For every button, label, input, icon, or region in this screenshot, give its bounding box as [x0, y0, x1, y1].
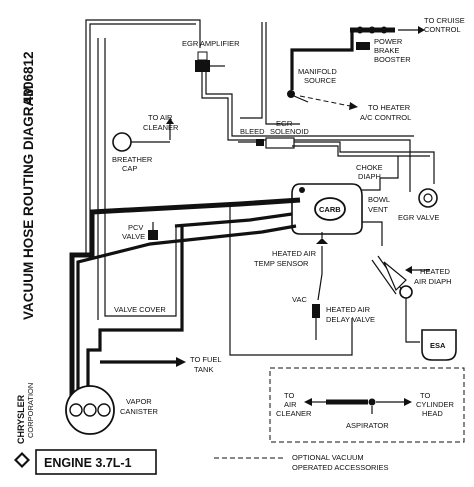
- brand-sub: CORPORATION: [26, 383, 35, 438]
- svg-text:VAPOR: VAPOR: [126, 397, 152, 406]
- svg-text:HEAD: HEAD: [422, 409, 443, 418]
- egr-amplifier: EGR AMPLIFIER: [182, 39, 240, 72]
- vapor-canister: VAPOR CANISTER: [65, 385, 159, 435]
- svg-text:BOWL: BOWL: [368, 195, 390, 204]
- svg-text:POWER: POWER: [374, 37, 403, 46]
- fuel-tank-line: TO FUEL TANK: [100, 355, 222, 374]
- carb-label: CARB: [319, 205, 341, 214]
- svg-text:TEMP SENSOR: TEMP SENSOR: [254, 259, 309, 268]
- svg-text:TO AIR: TO AIR: [148, 113, 173, 122]
- side-title: VACUUM HOSE ROUTING DIAGRAM: [21, 86, 36, 321]
- esa-unit: ESA: [421, 329, 457, 361]
- svg-text:TO: TO: [420, 391, 430, 400]
- cruise-connector: TO CRUISE CONTROL: [350, 16, 465, 34]
- heated-air-diaphragm: HEATED AIR DIAPH: [371, 255, 452, 299]
- svg-text:HEATED: HEATED: [420, 267, 450, 276]
- power-brake-booster: POWER BRAKE BOOSTER: [356, 37, 411, 64]
- manifold-source: MANIFOLD SOURCE TO HEATER A/C CONTROL: [287, 67, 411, 122]
- heated-air-temp-sensor: HEATED AIR TEMP SENSOR: [254, 232, 328, 268]
- brake-hose: [290, 30, 354, 90]
- svg-text:A/C CONTROL: A/C CONTROL: [360, 113, 411, 122]
- cruise-label-2: CONTROL: [424, 25, 461, 34]
- svg-text:TO: TO: [284, 391, 294, 400]
- svg-text:BREATHER: BREATHER: [112, 155, 153, 164]
- svg-text:CAP: CAP: [122, 164, 137, 173]
- egr-valve: EGR VALVE: [398, 188, 439, 222]
- side-code: 4306812: [21, 51, 36, 104]
- svg-text:EGR VALVE: EGR VALVE: [398, 213, 439, 222]
- svg-text:HEATED AIR: HEATED AIR: [326, 305, 371, 314]
- svg-text:EGR: EGR: [276, 119, 293, 128]
- svg-text:ASPIRATOR: ASPIRATOR: [346, 421, 389, 430]
- vac-label: VAC: [292, 295, 307, 304]
- svg-text:ESA: ESA: [430, 341, 446, 350]
- svg-text:VENT: VENT: [368, 205, 388, 214]
- canister-hose-2: [76, 224, 297, 400]
- side-title-block: VACUUM HOSE ROUTING DIAGRAM 4306812: [21, 51, 36, 320]
- svg-text:CANISTER: CANISTER: [120, 407, 159, 416]
- purge-hose: [89, 197, 301, 240]
- svg-text:VALVE: VALVE: [122, 232, 145, 241]
- valve-cover-label: VALVE COVER: [114, 305, 166, 314]
- brand-name: CHRYSLER: [16, 394, 26, 444]
- svg-text:BRAKE: BRAKE: [374, 46, 399, 55]
- egr-solenoid: BLEED EGR SOLENOID: [238, 119, 309, 149]
- svg-text:MANIFOLD: MANIFOLD: [298, 67, 337, 76]
- legend: OPTIONAL VACUUM OPERATED ACCESSORIES: [214, 453, 389, 472]
- svg-text:OPERATED ACCESSORIES: OPERATED ACCESSORIES: [292, 463, 389, 472]
- svg-text:CHOKE: CHOKE: [356, 163, 383, 172]
- svg-text:DIAPH: DIAPH: [358, 172, 381, 181]
- heated-air-delay-valve: VAC HEATED AIR DELAY VALVE: [292, 295, 375, 340]
- svg-text:AIR: AIR: [284, 400, 297, 409]
- breather-cap: TO AIR CLEANER BREATHER CAP: [112, 113, 179, 173]
- svg-text:OPTIONAL VACUUM: OPTIONAL VACUUM: [292, 453, 364, 462]
- cruise-label-1: TO CRUISE: [424, 16, 465, 25]
- svg-text:TO FUEL: TO FUEL: [190, 355, 222, 364]
- valve-cover: VALVE COVER: [97, 38, 177, 320]
- pentastar-logo: CHRYSLER CORPORATION: [14, 383, 35, 468]
- pcv-valve: PCV VALVE: [122, 222, 158, 241]
- svg-text:DELAY VALVE: DELAY VALVE: [326, 315, 375, 324]
- svg-text:TO HEATER: TO HEATER: [368, 103, 411, 112]
- svg-text:BOOSTER: BOOSTER: [374, 55, 411, 64]
- svg-text:SOURCE: SOURCE: [304, 76, 336, 85]
- svg-text:TANK: TANK: [194, 365, 213, 374]
- svg-text:PCV: PCV: [128, 223, 143, 232]
- bleed-label: BLEED: [240, 127, 265, 136]
- svg-text:SOLENOID: SOLENOID: [270, 127, 309, 136]
- air-injection-box: TO AIR CLEANER TO CYLINDER HEAD ASPIRATO…: [269, 367, 465, 443]
- carburetor: CARB CHOKE DIAPH BOWL VENT: [291, 163, 390, 235]
- svg-text:CLEANER: CLEANER: [276, 409, 312, 418]
- svg-text:CYLINDER: CYLINDER: [416, 400, 455, 409]
- engine-box: ENGINE 3.7L-1: [35, 449, 157, 475]
- svg-text:CLEANER: CLEANER: [143, 123, 179, 132]
- svg-text:HEATED AIR: HEATED AIR: [272, 249, 317, 258]
- amplifier-hose: [85, 19, 201, 255]
- egr-amplifier-label: EGR AMPLIFIER: [182, 39, 240, 48]
- engine-label: ENGINE 3.7L-1: [44, 456, 132, 470]
- svg-text:AIR DIAPH: AIR DIAPH: [414, 277, 452, 286]
